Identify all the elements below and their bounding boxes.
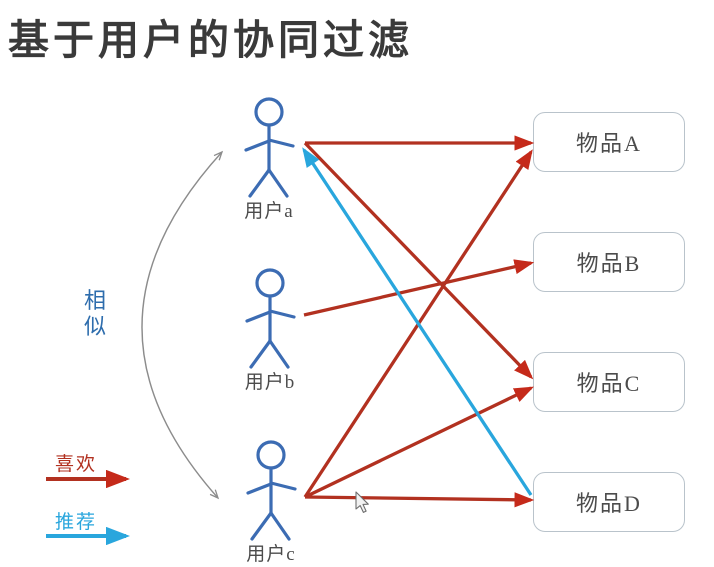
user-label-b: 用户b — [244, 372, 296, 393]
item-label-A: 物品A — [576, 131, 642, 156]
user-figure-c — [246, 440, 297, 541]
item-box-A: 物品A — [533, 112, 685, 172]
page-title: 基于用户的协同过滤 — [8, 17, 413, 63]
recommend-arrow-D-a — [302, 147, 533, 496]
item-box-D: 物品D — [533, 472, 685, 532]
user-figure-b — [245, 268, 296, 369]
like-arrow-c-C — [304, 386, 534, 499]
like-arrow-c-D — [304, 492, 535, 508]
user-figure-a — [244, 97, 295, 198]
item-label-D: 物品D — [576, 491, 642, 516]
user-label-a: 用户a — [244, 201, 294, 222]
item-label-C: 物品C — [576, 371, 642, 396]
similarity-label: 相似 — [84, 288, 107, 339]
similarity-arc — [141, 150, 224, 500]
item-box-C: 物品C — [533, 352, 685, 412]
user-label-c: 用户c — [246, 544, 296, 565]
mouse-cursor — [355, 491, 369, 513]
like-arrow-b-B — [303, 259, 535, 317]
like-arrow-c-A — [303, 149, 533, 498]
legend-like-label: 喜欢 — [55, 454, 98, 475]
like-arrow-a-C — [303, 141, 534, 380]
item-label-B: 物品B — [576, 251, 642, 276]
legend-recommend-label: 推荐 — [55, 512, 98, 533]
item-box-B: 物品B — [533, 232, 685, 292]
